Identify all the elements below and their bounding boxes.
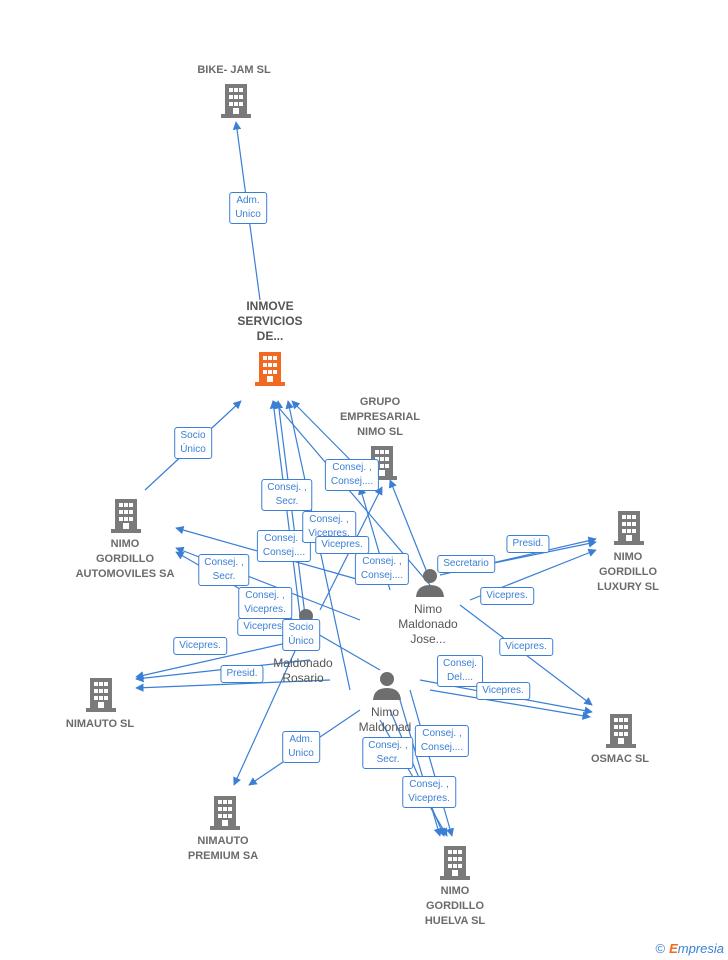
- edge-label-adm-unico[interactable]: Adm. Unico: [229, 192, 267, 224]
- edge-label-consej-consej[interactable]: Consej. , Consej....: [354, 553, 410, 585]
- edge-label-consej-vicepres[interactable]: Consej. , Vicepres.: [402, 776, 456, 808]
- node-label-grupo[interactable]: GRUPO EMPRESARIAL NIMO SL: [339, 396, 421, 438]
- edge-label-consej-secr[interactable]: Consej. , Secr.: [198, 554, 250, 586]
- nimo2-person-icon[interactable]: [372, 670, 402, 700]
- brand-logo-text: mpresia: [677, 941, 724, 956]
- node-label-automoviles[interactable]: NIMO GORDILLO AUTOMOVILES SA: [75, 538, 175, 580]
- node-label-premium[interactable]: NIMAUTO PREMIUM SA: [187, 835, 259, 862]
- jose-person-icon[interactable]: [415, 567, 445, 597]
- node-label-luxury[interactable]: NIMO GORDILLO LUXURY SL: [597, 551, 659, 593]
- node-label-bike-jam[interactable]: BIKE- JAM SL: [197, 64, 271, 76]
- edge-label-vicepres[interactable]: Vicepres.: [173, 637, 227, 655]
- edge-label-socio-unico[interactable]: Socio Único: [174, 427, 212, 459]
- edge-label-secretario[interactable]: Secretario: [437, 555, 495, 573]
- edge-label-adm-unico[interactable]: Adm. Unico: [282, 731, 320, 763]
- edge-line: [389, 709, 445, 837]
- node-label-nimo2[interactable]: Nimo Maldonad: [358, 705, 412, 734]
- huelva-building-icon[interactable]: [440, 844, 470, 880]
- nimauto-building-icon[interactable]: [86, 676, 116, 712]
- automoviles-building-icon[interactable]: [111, 497, 141, 533]
- edge-line: [409, 689, 454, 837]
- luxury-building-icon[interactable]: [614, 509, 644, 545]
- edge-label-vicepres[interactable]: Vicepres.: [499, 638, 553, 656]
- edge-label-vicepres[interactable]: Vicepres.: [480, 587, 534, 605]
- edge-line: [388, 479, 431, 581]
- node-label-jose[interactable]: Nimo Maldonado Jose...: [398, 602, 458, 646]
- edge-label-presid[interactable]: Presid.: [220, 665, 264, 683]
- edge-label-presid[interactable]: Presid.: [506, 535, 550, 553]
- edge-label-vicepres[interactable]: Vicepres.: [476, 682, 530, 700]
- node-label-huelva[interactable]: NIMO GORDILLO HUELVA SL: [424, 885, 486, 927]
- edge-line: [233, 639, 301, 786]
- edge-line: [135, 679, 331, 692]
- node-label-rosario[interactable]: Maldonado Rosario: [273, 656, 333, 685]
- bike-jam-building-icon[interactable]: [221, 82, 251, 118]
- edge-line: [429, 689, 591, 720]
- edge-line: [135, 639, 301, 680]
- edge-label-consej-secr[interactable]: Consej. , Secr.: [261, 479, 313, 511]
- node-label-nimauto[interactable]: NIMAUTO SL: [65, 718, 135, 730]
- empresia-watermark: ©Empresia: [655, 941, 724, 956]
- edge-label-consej-secr[interactable]: Consej. , Secr.: [362, 737, 414, 769]
- premium-building-icon[interactable]: [210, 794, 240, 830]
- edge-label-vicepres[interactable]: Vicepres.: [315, 536, 369, 554]
- edge-label-consej-del[interactable]: Consej. Del....: [437, 655, 483, 687]
- copyright-icon: ©: [655, 941, 666, 956]
- node-label-osmac[interactable]: OSMAC SL: [590, 753, 650, 765]
- edge-label-consej-consej[interactable]: Consej. , Consej....: [324, 459, 380, 491]
- inmove-building-icon[interactable]: [254, 350, 286, 386]
- osmac-building-icon[interactable]: [606, 712, 636, 748]
- edge-label-consej-consej[interactable]: Consej. , Consej....: [256, 530, 312, 562]
- edge-label-consej-vicepres[interactable]: Consej. , Vicepres.: [238, 587, 292, 619]
- brand-logo-initial: E: [669, 941, 678, 956]
- node-label-inmove[interactable]: INMOVE SERVICIOS DE...: [237, 299, 303, 343]
- edge-label-consej-consej[interactable]: Consej. , Consej....: [414, 725, 470, 757]
- edge-label-socio-unico[interactable]: Socio Único: [282, 619, 320, 651]
